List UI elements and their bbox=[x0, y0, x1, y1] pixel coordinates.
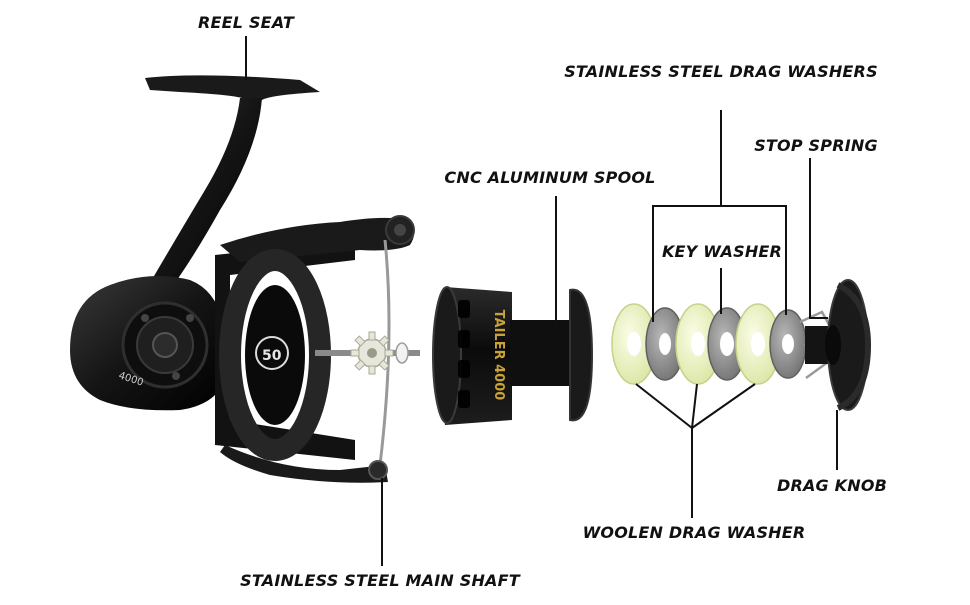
steel-washer-2 bbox=[769, 309, 807, 379]
leader-stop-spring bbox=[809, 158, 828, 319]
label-drag-knob: DRAG KNOB bbox=[776, 476, 888, 495]
key-washer bbox=[707, 307, 747, 381]
spool-arbor bbox=[510, 320, 576, 386]
label-main-shaft: STAINLESS STEEL MAIN SHAFT bbox=[240, 571, 520, 590]
label-reel-seat: REEL SEAT bbox=[198, 13, 294, 32]
leader-lines bbox=[245, 36, 838, 566]
label-key-washer: KEY WASHER bbox=[661, 242, 783, 261]
label-drag-washers: STAINLESS STEEL DRAG WASHERS bbox=[564, 62, 878, 81]
logo-number: 50 bbox=[262, 348, 282, 364]
drag-washer-stack bbox=[611, 303, 807, 385]
leader-washers-bracket bbox=[652, 205, 787, 322]
rotor-cup bbox=[215, 240, 355, 460]
spool-front-lip bbox=[569, 288, 594, 422]
pinion-gear bbox=[350, 331, 394, 375]
drag-knob bbox=[805, 279, 872, 411]
bail-wire bbox=[378, 239, 391, 466]
rotor-arm-lower bbox=[220, 445, 388, 483]
woolen-washer-1 bbox=[611, 303, 657, 385]
reel-stem bbox=[140, 98, 262, 300]
label-stop-spring: STOP SPRING bbox=[754, 136, 878, 155]
leader-woolen-right bbox=[691, 383, 756, 429]
label-woolen-washer: WOOLEN DRAG WASHER bbox=[582, 523, 806, 542]
reel-seat-foot bbox=[145, 75, 320, 100]
main-shaft-assembly bbox=[315, 331, 420, 375]
spool: TAILER 4000 bbox=[432, 286, 594, 425]
leader-woolen-mid bbox=[691, 383, 698, 429]
label-spool: CNC ALUMINUM SPOOL bbox=[444, 168, 656, 187]
spool-brand-text: TAILER 4000 bbox=[491, 310, 506, 401]
reel-body: 4000 50 bbox=[70, 75, 415, 483]
leader-woolen-left bbox=[635, 383, 693, 429]
shaft-washer bbox=[395, 342, 409, 364]
